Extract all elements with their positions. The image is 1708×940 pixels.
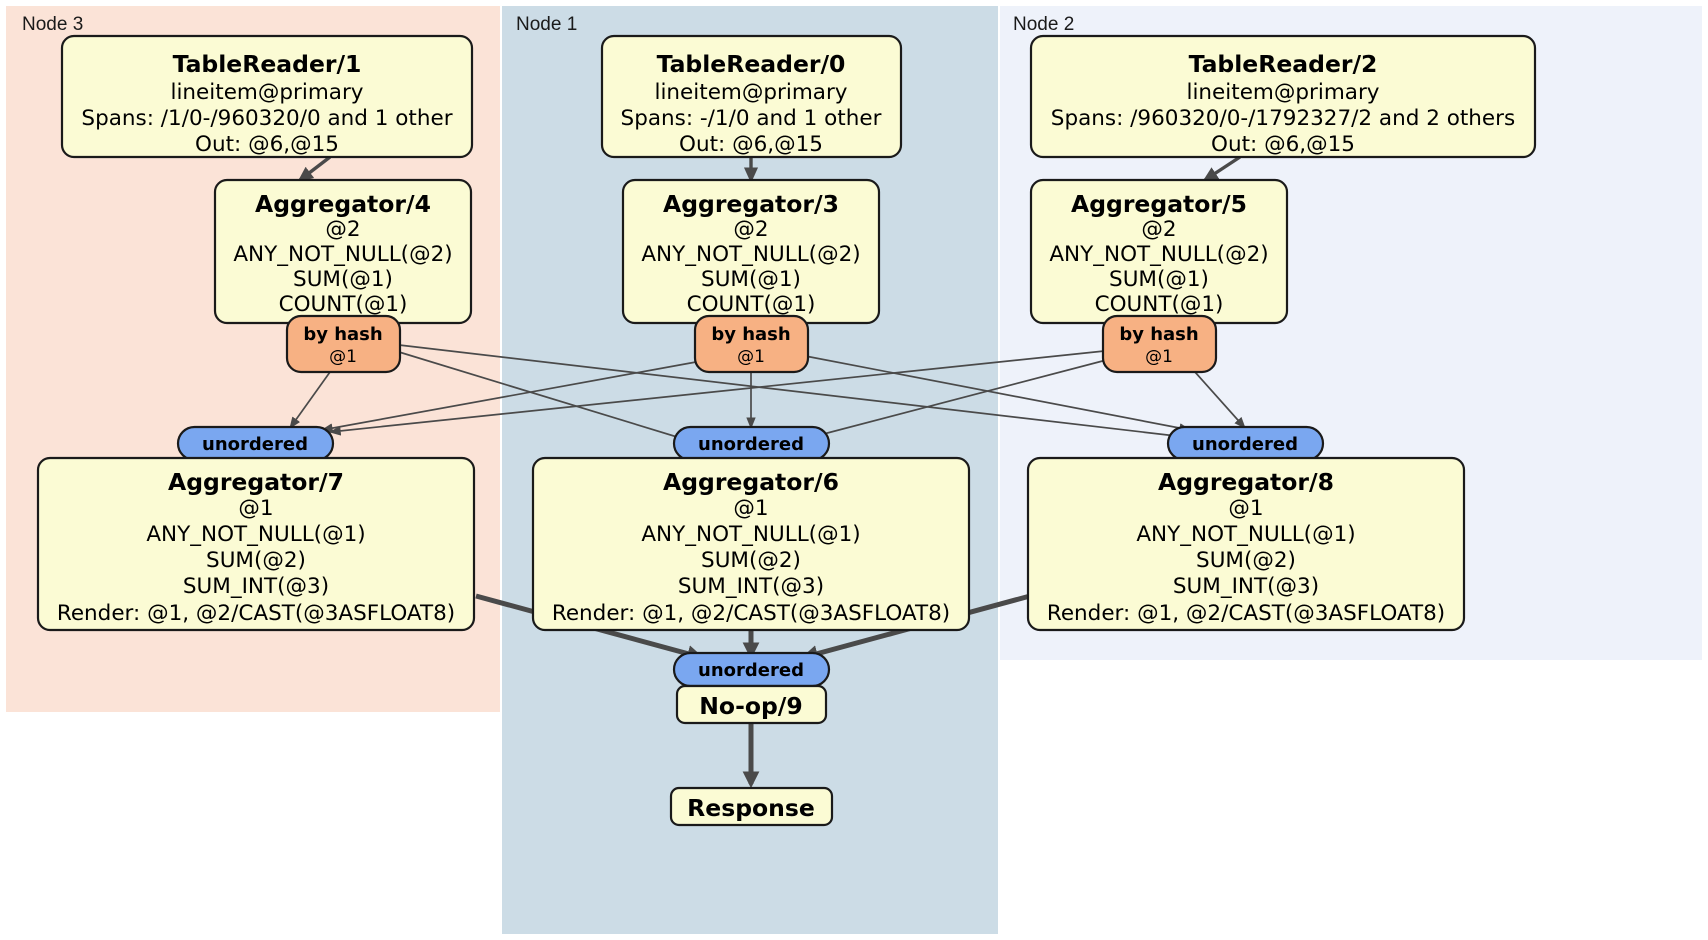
node-aggregator-7-line-2: ANY_NOT_NULL(@1) — [146, 522, 365, 547]
edge-hash5-ord7 — [328, 349, 1115, 436]
node-aggregator-5-line-1: @2 — [1141, 217, 1176, 242]
node-aggregator-4[interactable]: Aggregator/4 @2 ANY_NOT_NULL(@2) SUM(@1)… — [213, 178, 473, 325]
panel-node2-label: Node 2 — [1013, 14, 1074, 35]
edge-tr1-agg4 — [297, 155, 332, 182]
badge-unordered-node3-label: unordered — [202, 434, 308, 455]
node-noop-9[interactable]: No-op/9 — [675, 684, 828, 725]
badge-by-hash-node1-label: by hash — [711, 324, 790, 345]
node-noop-9-title: No-op/9 — [699, 692, 802, 720]
node-aggregator-8-title: Aggregator/8 — [1158, 468, 1334, 496]
edge-hash4-ord8 — [398, 344, 1187, 441]
node-aggregator-7-line-5: Render: @1, @2/CAST(@3ASFLOAT8) — [57, 601, 455, 626]
node-tablereader-1-line-3: Out: @6,@15 — [195, 132, 339, 157]
node-tablereader-0-line-2: Spans: -/1/0 and 1 other — [621, 106, 882, 131]
node-aggregator-7[interactable]: Aggregator/7 @1 ANY_NOT_NULL(@1) SUM(@2)… — [36, 456, 476, 632]
node-aggregator-6-title: Aggregator/6 — [663, 468, 839, 496]
badge-unordered-final-label: unordered — [698, 660, 804, 681]
node-aggregator-8-line-1: @1 — [1228, 496, 1263, 521]
node-tablereader-2-line-1: lineitem@primary — [1186, 80, 1379, 105]
node-aggregator-7-title: Aggregator/7 — [168, 468, 344, 496]
node-aggregator-3-line-1: @2 — [733, 217, 768, 242]
badge-by-hash-node2[interactable]: by hash @1 — [1101, 314, 1218, 374]
panel-node1-label: Node 1 — [516, 14, 577, 35]
node-aggregator-5[interactable]: Aggregator/5 @2 ANY_NOT_NULL(@2) SUM(@1)… — [1029, 178, 1289, 325]
badge-by-hash-node1-sub: @1 — [737, 347, 765, 367]
node-tablereader-0-line-1: lineitem@primary — [654, 80, 847, 105]
node-aggregator-6-line-4: SUM_INT(@3) — [678, 574, 824, 599]
edge-hash5-ord6 — [810, 357, 1115, 439]
node-response[interactable]: Response — [669, 786, 834, 827]
badge-by-hash-node3-label: by hash — [303, 324, 382, 345]
badge-unordered-final[interactable]: unordered — [672, 651, 831, 688]
node-aggregator-6[interactable]: Aggregator/6 @1 ANY_NOT_NULL(@1) SUM(@2)… — [531, 456, 971, 632]
node-aggregator-6-line-1: @1 — [733, 496, 768, 521]
node-tablereader-2-line-2: Spans: /960320/0-/1792327/2 and 2 others — [1051, 106, 1515, 131]
node-aggregator-4-line-2: ANY_NOT_NULL(@2) — [233, 242, 452, 267]
edge-hash5-ord8 — [1194, 371, 1246, 429]
node-aggregator-5-line-3: SUM(@1) — [1109, 267, 1209, 292]
badge-unordered-node1-label: unordered — [698, 434, 804, 455]
node-aggregator-4-line-1: @2 — [325, 217, 360, 242]
node-tablereader-2[interactable]: TableReader/2 lineitem@primary Spans: /9… — [1029, 34, 1537, 159]
node-tablereader-2-title: TableReader/2 — [1189, 50, 1378, 78]
panel-node3-label: Node 3 — [22, 14, 83, 35]
node-aggregator-6-line-5: Render: @1, @2/CAST(@3ASFLOAT8) — [552, 601, 950, 626]
node-aggregator-8-line-5: Render: @1, @2/CAST(@3ASFLOAT8) — [1047, 601, 1445, 626]
node-aggregator-8-line-3: SUM(@2) — [1196, 548, 1296, 573]
badge-unordered-node2[interactable]: unordered — [1166, 425, 1325, 462]
node-aggregator-6-line-2: ANY_NOT_NULL(@1) — [641, 522, 860, 547]
node-aggregator-4-line-4: COUNT(@1) — [279, 292, 408, 317]
node-aggregator-5-line-4: COUNT(@1) — [1095, 292, 1224, 317]
edge-hash4-ord7 — [289, 371, 331, 429]
node-aggregator-5-title: Aggregator/5 — [1071, 190, 1247, 218]
badge-by-hash-node3[interactable]: by hash @1 — [285, 314, 402, 374]
node-aggregator-4-title: Aggregator/4 — [255, 190, 431, 218]
edge-hash3-ord7 — [320, 359, 708, 433]
node-aggregator-6-line-3: SUM(@2) — [701, 548, 801, 573]
badge-unordered-node1[interactable]: unordered — [672, 425, 831, 462]
node-aggregator-4-line-3: SUM(@1) — [293, 267, 393, 292]
node-tablereader-1-line-1: lineitem@primary — [170, 80, 363, 105]
node-response-title: Response — [687, 794, 815, 822]
node-aggregator-7-line-4: SUM_INT(@3) — [183, 574, 329, 599]
badge-by-hash-node1[interactable]: by hash @1 — [693, 314, 810, 374]
edge-tr2-agg5 — [1202, 155, 1241, 182]
badge-by-hash-node3-sub: @1 — [329, 347, 357, 367]
edge-hash3-ord8 — [799, 354, 1192, 433]
node-tablereader-0[interactable]: TableReader/0 lineitem@primary Spans: -/… — [600, 34, 903, 159]
node-tablereader-0-title: TableReader/0 — [657, 50, 846, 78]
badge-by-hash-node2-label: by hash — [1119, 324, 1198, 345]
node-aggregator-3-title: Aggregator/3 — [663, 190, 839, 218]
node-aggregator-8[interactable]: Aggregator/8 @1 ANY_NOT_NULL(@1) SUM(@2)… — [1026, 456, 1466, 632]
badge-unordered-node2-label: unordered — [1192, 434, 1298, 455]
node-aggregator-3-line-3: SUM(@1) — [701, 267, 801, 292]
edge-hash4-ord6 — [398, 351, 689, 442]
node-aggregator-3-line-4: COUNT(@1) — [687, 292, 816, 317]
node-aggregator-8-line-2: ANY_NOT_NULL(@1) — [1136, 522, 1355, 547]
node-aggregator-3[interactable]: Aggregator/3 @2 ANY_NOT_NULL(@2) SUM(@1)… — [621, 178, 881, 325]
node-tablereader-0-line-3: Out: @6,@15 — [679, 132, 823, 157]
node-tablereader-2-line-3: Out: @6,@15 — [1211, 132, 1355, 157]
node-aggregator-7-line-1: @1 — [238, 496, 273, 521]
node-aggregator-8-line-4: SUM_INT(@3) — [1173, 574, 1319, 599]
node-aggregator-7-line-3: SUM(@2) — [206, 548, 306, 573]
node-tablereader-1-line-2: Spans: /1/0-/960320/0 and 1 other — [81, 106, 452, 131]
node-tablereader-1[interactable]: TableReader/1 lineitem@primary Spans: /1… — [60, 34, 474, 159]
badge-unordered-node3[interactable]: unordered — [176, 425, 335, 462]
node-aggregator-5-line-2: ANY_NOT_NULL(@2) — [1049, 242, 1268, 267]
node-tablereader-1-title: TableReader/1 — [173, 50, 362, 78]
node-aggregator-3-line-2: ANY_NOT_NULL(@2) — [641, 242, 860, 267]
badge-by-hash-node2-sub: @1 — [1145, 347, 1173, 367]
